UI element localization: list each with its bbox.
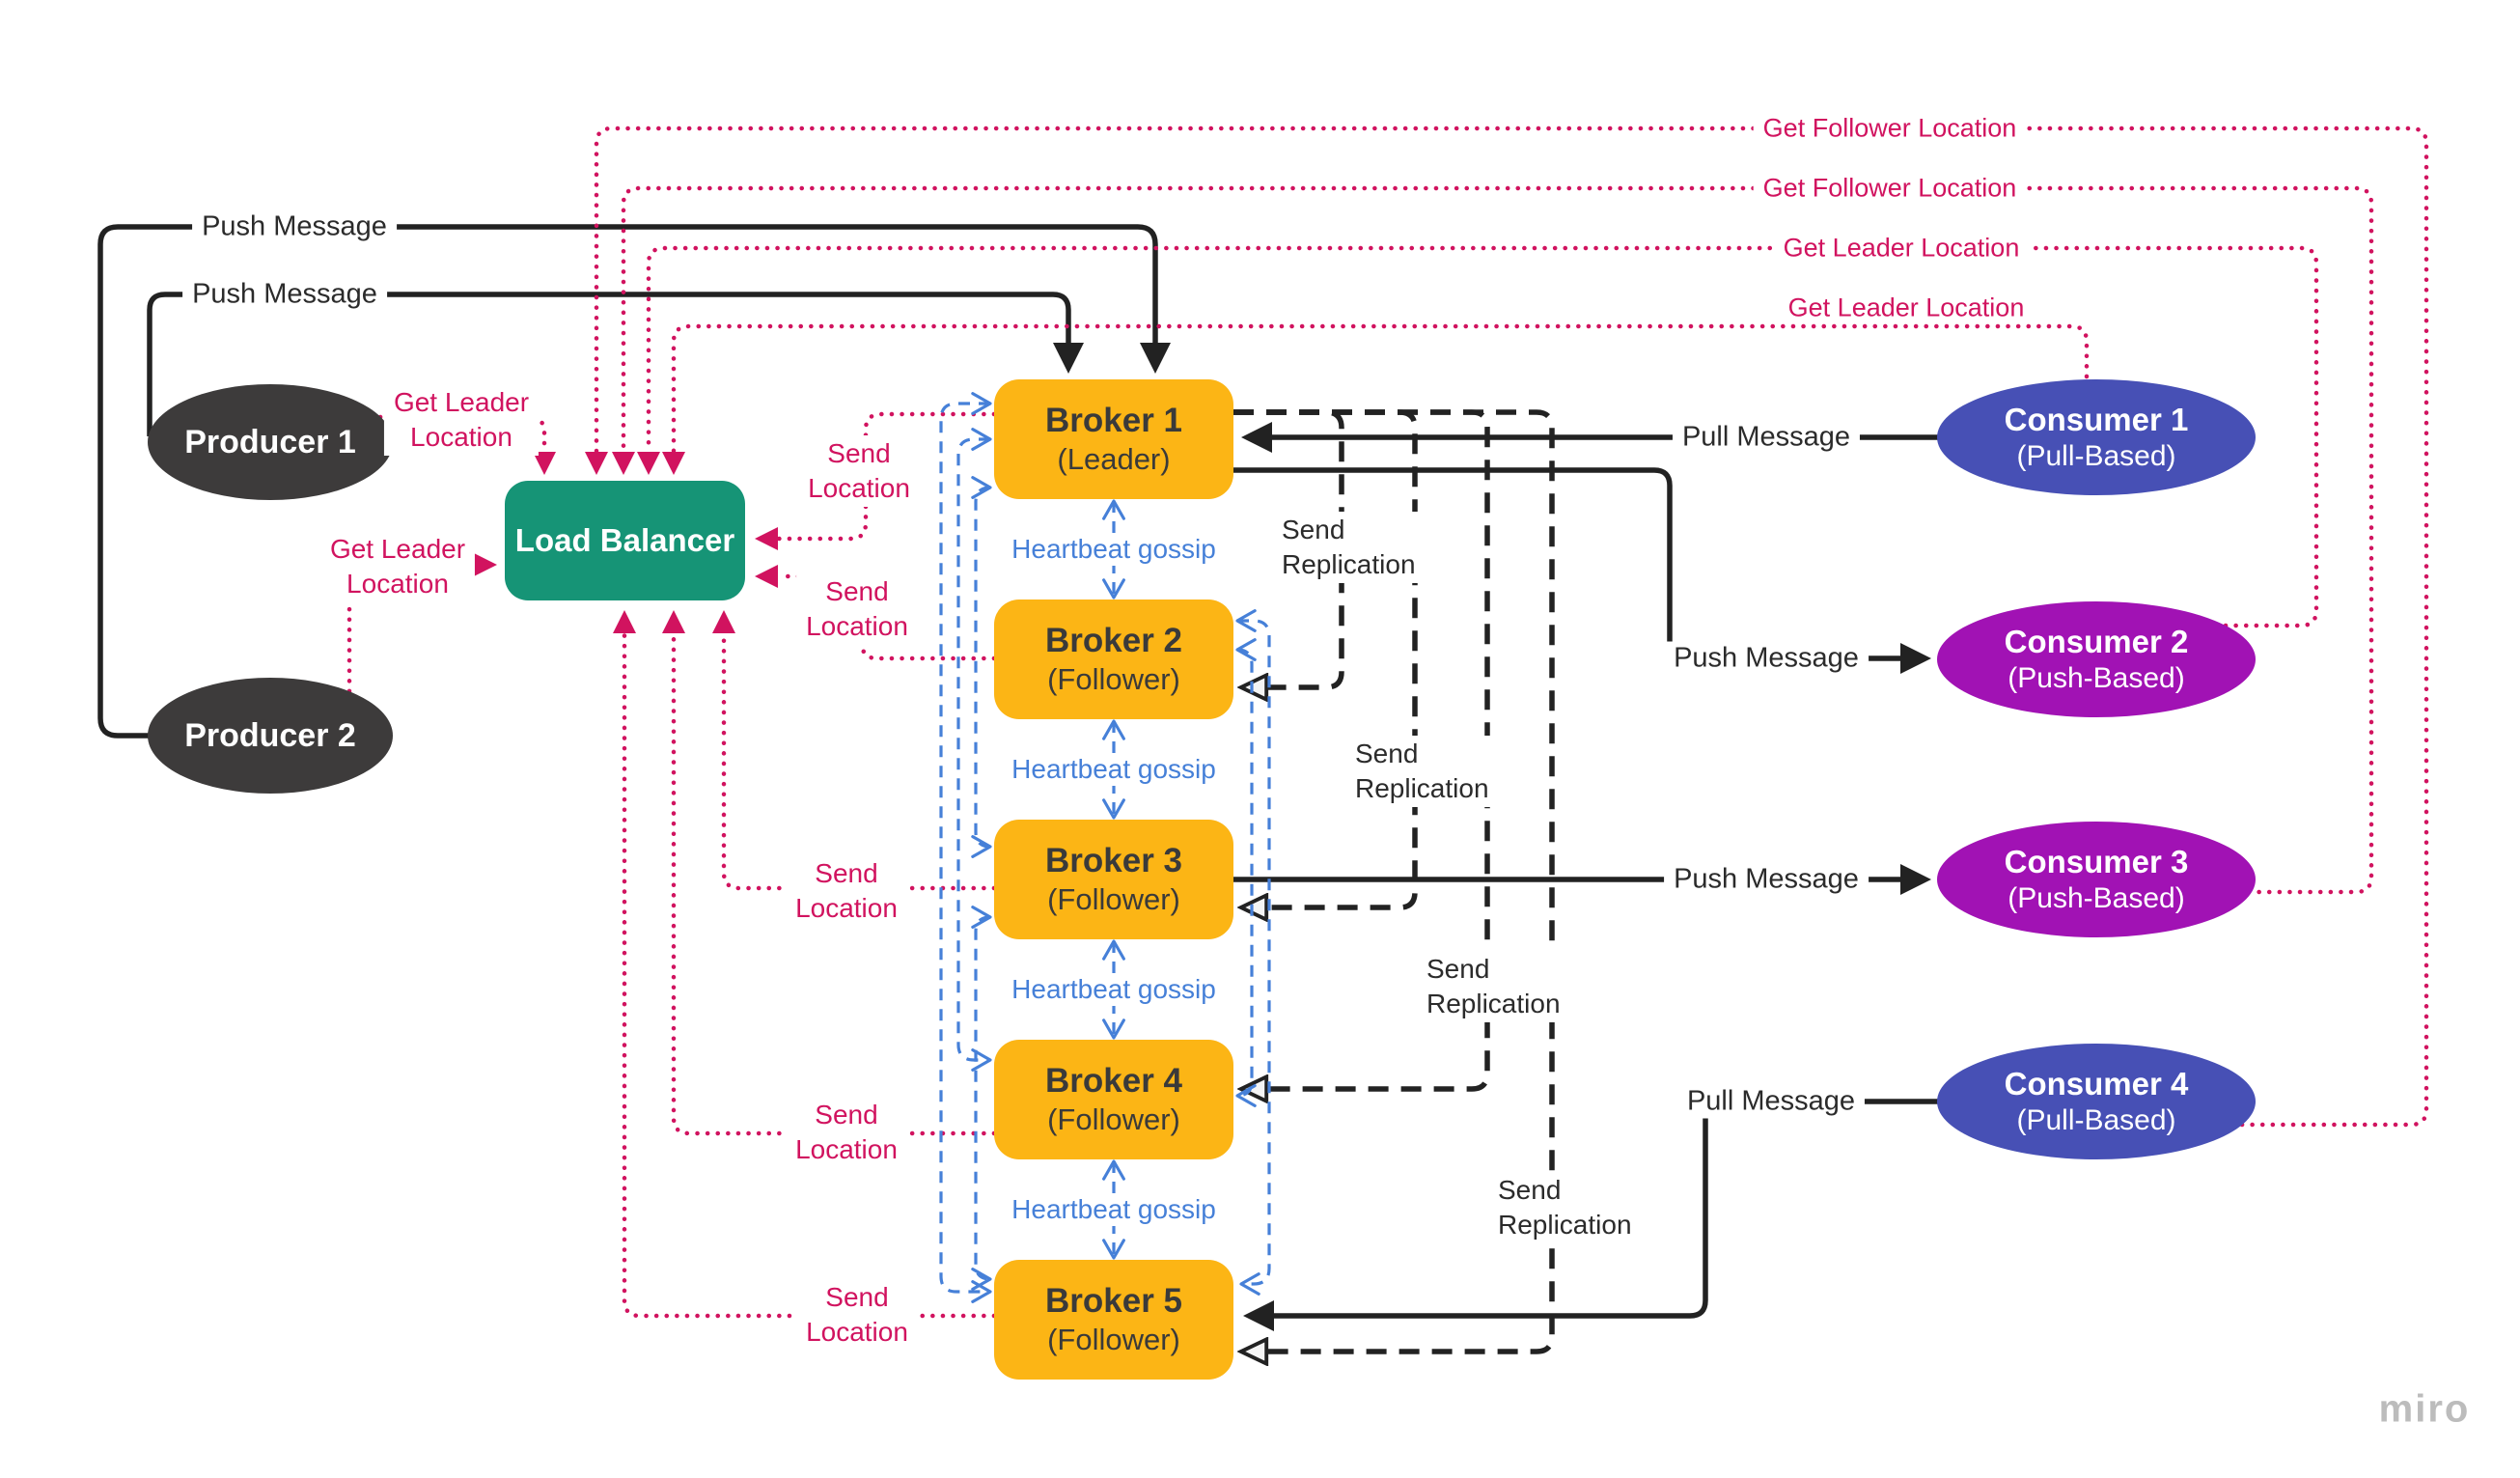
consumer-1-mode: (Pull-Based) [2016,440,2176,472]
consumer-2-mode: (Push-Based) [2008,662,2185,694]
label-send-replication-broker5[interactable]: Send Replication [1488,1172,1642,1243]
edge-consumer2-get-leader-location[interactable] [637,245,2319,628]
edge-gossip-broker2-broker4-right[interactable] [1235,638,1257,1107]
consumer-4-mode: (Pull-Based) [2016,1104,2176,1136]
broker-5-title: Broker 5 [1044,1282,1183,1320]
label-heartbeat-gossip-1[interactable]: Heartbeat gossip [1002,533,1226,566]
label-pull-message-consumer1[interactable]: Pull Message [1672,420,1861,455]
broker-2-title: Broker 2 [1044,622,1183,659]
edge-producer1-get-leader-location[interactable] [377,414,556,475]
producer-1-label: Producer 1 [184,424,356,460]
node-consumer-2[interactable]: Consumer 2 (Push-Based) [1937,601,2256,717]
label-send-location-broker4[interactable]: Send Location [786,1097,907,1168]
broker-4-role: (Follower) [1047,1102,1180,1136]
consumer-3-mode: (Push-Based) [2008,882,2185,914]
edge-gossip-broker2-broker5-right[interactable] [1235,609,1271,1296]
label-push-message-producer2[interactable]: Push Message [192,209,397,244]
producer-2-label: Producer 2 [184,717,356,754]
broker-2-role: (Follower) [1047,662,1180,696]
node-load-balancer[interactable]: Load Balancer [505,481,745,600]
edge-broker4-send-location[interactable] [662,610,997,1136]
node-producer-2[interactable]: Producer 2 [148,678,393,794]
edge-gossip-broker3-broker5-left[interactable] [971,906,992,1291]
node-consumer-3[interactable]: Consumer 3 (Push-Based) [1937,822,2256,937]
label-send-location-broker1[interactable]: Send Location [798,435,920,507]
node-broker-2[interactable]: Broker 2 (Follower) [994,600,1233,719]
consumer-1-title: Consumer 1 [2004,402,2189,437]
broker-3-title: Broker 3 [1044,842,1183,879]
consumer-4-title: Consumer 4 [2004,1066,2189,1102]
edge-producer1-push-to-broker1[interactable] [147,292,1084,436]
edge-replication-broker1-broker5[interactable] [1233,409,1555,1352]
label-get-leader-location-consumer2[interactable]: Get Leader Location [1773,232,2030,265]
node-broker-3[interactable]: Broker 3 (Follower) [994,820,1233,939]
node-consumer-1[interactable]: Consumer 1 (Pull-Based) [1937,379,2256,495]
label-send-location-broker2[interactable]: Send Location [796,573,918,645]
broker-1-title: Broker 1 [1044,402,1183,439]
edge-producer2-push-to-broker1[interactable] [97,224,1171,739]
label-push-message-consumer2[interactable]: Push Message [1664,641,1869,676]
edge-gossip-broker1-broker3-left[interactable] [971,476,992,858]
label-get-follower-location-consumer4[interactable]: Get Follower Location [1753,112,2027,145]
label-heartbeat-gossip-2[interactable]: Heartbeat gossip [1002,753,1226,786]
consumer-2-title: Consumer 2 [2004,624,2189,659]
label-send-replication-broker4[interactable]: Send Replication [1417,951,1570,1022]
edge-broker2-send-location[interactable] [755,565,997,661]
label-send-location-broker3[interactable]: Send Location [786,855,907,927]
label-get-leader-location-producer2[interactable]: Get Leader Location [319,531,476,602]
edge-consumer4-get-follower-location[interactable] [585,125,2429,1128]
label-push-message-producer1[interactable]: Push Message [182,277,387,312]
label-send-replication-broker3[interactable]: Send Replication [1345,736,1499,807]
label-get-follower-location-consumer3[interactable]: Get Follower Location [1753,172,2027,205]
label-send-replication-broker2[interactable]: Send Replication [1272,512,1426,583]
label-get-leader-location-consumer1[interactable]: Get Leader Location [1778,292,2035,324]
node-broker-1[interactable]: Broker 1 (Leader) [994,379,1233,499]
label-heartbeat-gossip-3[interactable]: Heartbeat gossip [1002,973,1226,1006]
label-send-location-broker5[interactable]: Send Location [796,1279,918,1351]
edge-consumer1-get-leader-location[interactable] [662,323,2090,475]
edge-broker5-send-location[interactable] [613,610,997,1319]
edge-gossip-broker1-broker5-left[interactable] [939,392,992,1303]
consumer-3-title: Consumer 3 [2004,844,2189,879]
broker-4-title: Broker 4 [1044,1062,1183,1100]
label-pull-message-consumer4[interactable]: Pull Message [1676,1084,1866,1119]
node-producer-1[interactable]: Producer 1 [148,384,393,500]
edge-broker3-send-location[interactable] [712,610,997,891]
broker-5-role: (Follower) [1047,1323,1180,1356]
edge-gossip-broker1-broker4-left[interactable] [956,428,992,1072]
label-push-message-consumer3[interactable]: Push Message [1664,862,1869,897]
node-consumer-4[interactable]: Consumer 4 (Pull-Based) [1937,1044,2256,1159]
edge-replication-broker1-broker3[interactable] [1233,409,1418,907]
label-get-leader-location-producer1[interactable]: Get Leader Location [383,384,540,456]
broker-1-role: (Leader) [1057,442,1171,476]
load-balancer-label: Load Balancer [514,522,735,558]
edge-consumer3-get-follower-location[interactable] [612,185,2374,895]
node-broker-4[interactable]: Broker 4 (Follower) [994,1040,1233,1159]
miro-watermark: miro [2378,1387,2471,1431]
node-broker-5[interactable]: Broker 5 (Follower) [994,1260,1233,1380]
label-heartbeat-gossip-4[interactable]: Heartbeat gossip [1002,1193,1226,1226]
broker-3-role: (Follower) [1047,882,1180,916]
